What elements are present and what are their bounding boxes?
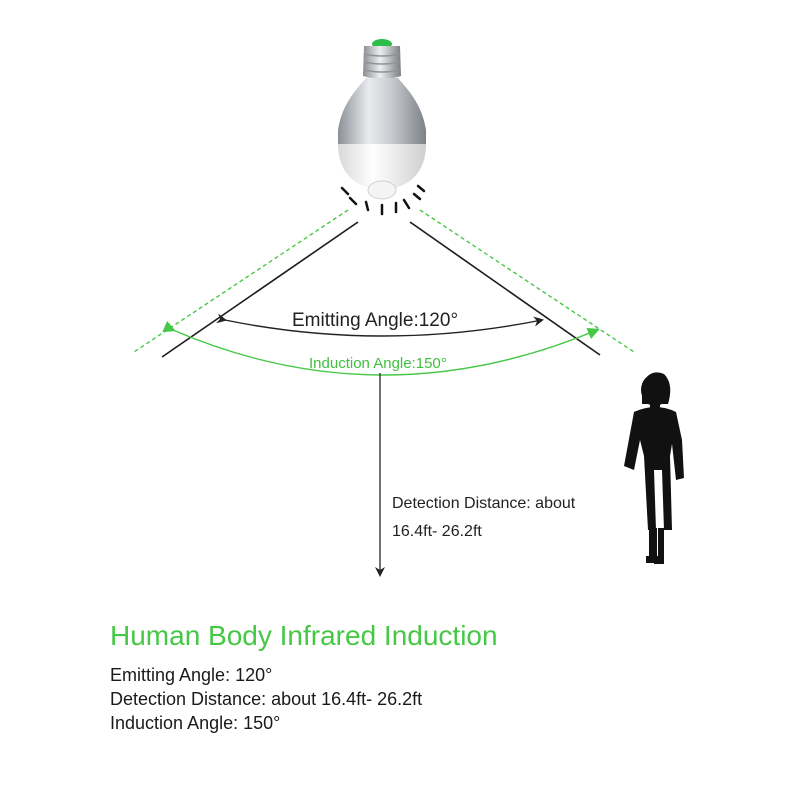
spec-emitting-angle: Emitting Angle: 120° <box>110 665 273 685</box>
spec-induction-angle: Induction Angle: 150° <box>110 713 281 733</box>
sensor-bulb <box>338 39 426 200</box>
detection-distance-line-2: 16.4ft- 26.2ft <box>392 523 482 540</box>
emitting-edge-left <box>161 221 359 358</box>
detection-distance-label: Detection Distance: about 16.4ft- 26.2ft <box>392 490 575 546</box>
bulb-diffuser <box>338 144 426 190</box>
emitting-edge-right <box>409 221 601 356</box>
feature-heading: Human Body Infrared Induction <box>110 620 498 651</box>
induction-angle-arc <box>162 320 600 376</box>
detection-distance-line-1: Detection Distance: about <box>392 495 576 512</box>
pir-sensor-dome <box>367 180 397 200</box>
induction-angle-label: Induction Angle:150° <box>309 355 447 372</box>
spec-detection-distance: Detection Distance: about 16.4ft- 26.2ft <box>110 689 423 709</box>
person-silhouette <box>624 372 684 564</box>
sensor-ticks <box>340 184 426 216</box>
bulb-housing <box>338 78 426 146</box>
induction-edge-right <box>419 209 635 353</box>
emitting-angle-label: Emitting Angle:120° <box>292 310 459 331</box>
induction-edge-left <box>133 209 349 353</box>
